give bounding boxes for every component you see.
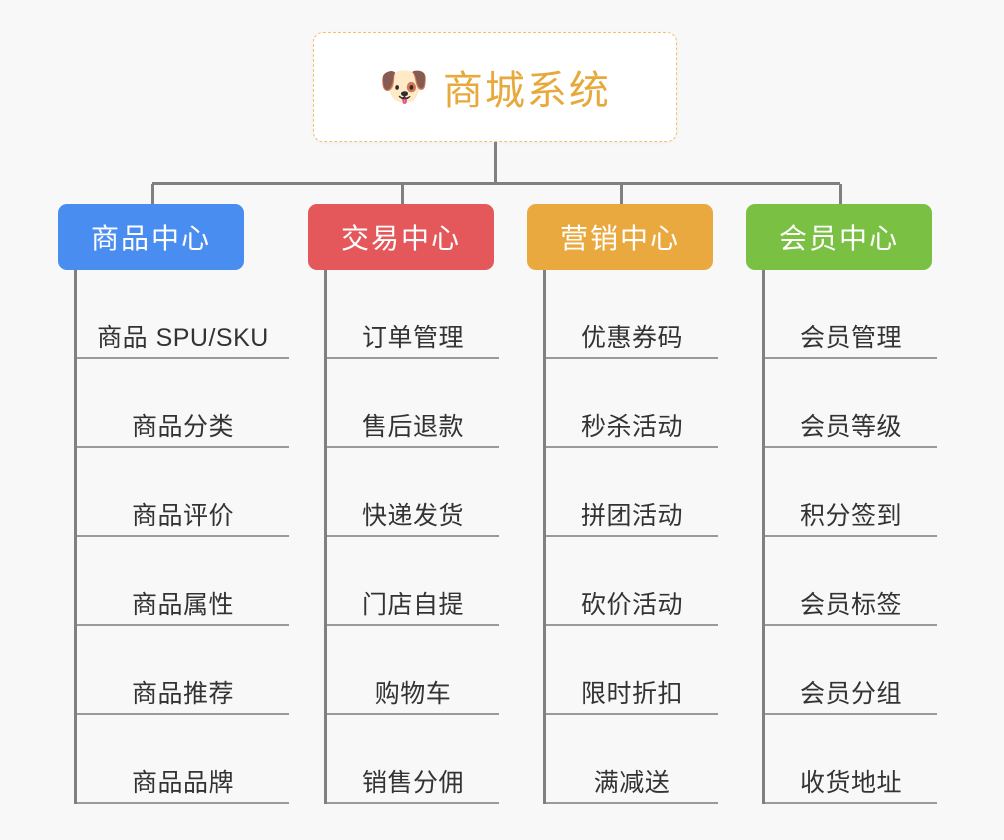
leaf-item[interactable]: 限时折扣 [546,626,718,715]
leaf-item[interactable]: 订单管理 [327,270,499,359]
leaf-label: 砍价活动 [580,591,683,619]
category-header-1[interactable]: 商品中心 [58,204,244,270]
leaf-label: 商品属性 [131,591,234,619]
leaf-item[interactable]: 购物车 [327,626,499,715]
leaf-item[interactable]: 秒杀活动 [546,359,718,448]
leaf-label: 商品品牌 [131,769,234,797]
leaf-list-3: 优惠券码 秒杀活动 拼团活动 砍价活动 限时折扣 满减送 [543,270,718,804]
leaf-item[interactable]: 会员分组 [765,626,937,715]
category-connector-1 [151,184,154,206]
leaf-label: 积分签到 [799,502,902,530]
leaf-label: 门店自提 [361,591,464,619]
leaf-item[interactable]: 拼团活动 [546,448,718,537]
root-node[interactable]: 🐶 商城系统 [313,32,677,142]
dog-face-icon: 🐶 [379,65,429,109]
leaf-item[interactable]: 商品评价 [77,448,289,537]
leaf-label: 售后退款 [361,413,464,441]
root-title: 商城系统 [442,69,611,113]
leaf-list-1: 商品 SPU/SKU 商品分类 商品评价 商品属性 商品推荐 商品品牌 [74,270,289,804]
leaf-label: 限时折扣 [580,680,683,708]
leaf-label: 商品分类 [131,413,234,441]
leaf-label: 销售分佣 [361,769,464,797]
leaf-list-2: 订单管理 售后退款 快递发货 门店自提 购物车 销售分佣 [324,270,499,804]
root-connector-bus [152,182,840,185]
leaf-item[interactable]: 商品 SPU/SKU [77,270,289,359]
leaf-label: 收货地址 [799,769,902,797]
leaf-item[interactable]: 会员标签 [765,537,937,626]
leaf-item[interactable]: 商品属性 [77,537,289,626]
category-header-2[interactable]: 交易中心 [308,204,494,270]
leaf-item[interactable]: 销售分佣 [327,715,499,804]
leaf-item[interactable]: 满减送 [546,715,718,804]
category-header-label-2: 交易中心 [340,223,461,254]
leaf-label: 会员等级 [799,413,902,441]
leaf-item[interactable]: 收货地址 [765,715,937,804]
leaf-label: 商品推荐 [131,680,234,708]
leaf-item[interactable]: 商品分类 [77,359,289,448]
leaf-item[interactable]: 商品品牌 [77,715,289,804]
leaf-label: 满减送 [593,769,671,797]
leaf-item[interactable]: 商品推荐 [77,626,289,715]
leaf-label: 秒杀活动 [580,413,683,441]
leaf-item[interactable]: 优惠券码 [546,270,718,359]
leaf-label: 快递发货 [361,502,464,530]
category-connector-3 [620,184,623,206]
leaf-label: 购物车 [374,680,452,708]
leaf-label: 会员分组 [799,680,902,708]
leaf-label: 订单管理 [361,324,464,352]
category-header-4[interactable]: 会员中心 [746,204,932,270]
category-header-3[interactable]: 营销中心 [527,204,713,270]
root-connector-vertical [494,142,497,184]
leaf-label: 商品评价 [131,502,234,530]
leaf-label: 商品 SPU/SKU [97,324,269,352]
category-header-label-4: 会员中心 [778,223,899,254]
category-header-label-3: 营销中心 [559,223,680,254]
leaf-item[interactable]: 积分签到 [765,448,937,537]
category-header-label-1: 商品中心 [90,223,211,254]
leaf-item[interactable]: 会员等级 [765,359,937,448]
category-connector-4 [839,184,842,206]
leaf-list-4: 会员管理 会员等级 积分签到 会员标签 会员分组 收货地址 [762,270,937,804]
leaf-label: 会员管理 [799,324,902,352]
leaf-item[interactable]: 售后退款 [327,359,499,448]
leaf-item[interactable]: 门店自提 [327,537,499,626]
leaf-item[interactable]: 砍价活动 [546,537,718,626]
leaf-item[interactable]: 会员管理 [765,270,937,359]
leaf-label: 拼团活动 [580,502,683,530]
category-connector-2 [401,184,404,206]
leaf-item[interactable]: 快递发货 [327,448,499,537]
leaf-label: 会员标签 [799,591,902,619]
leaf-label: 优惠券码 [580,324,683,352]
